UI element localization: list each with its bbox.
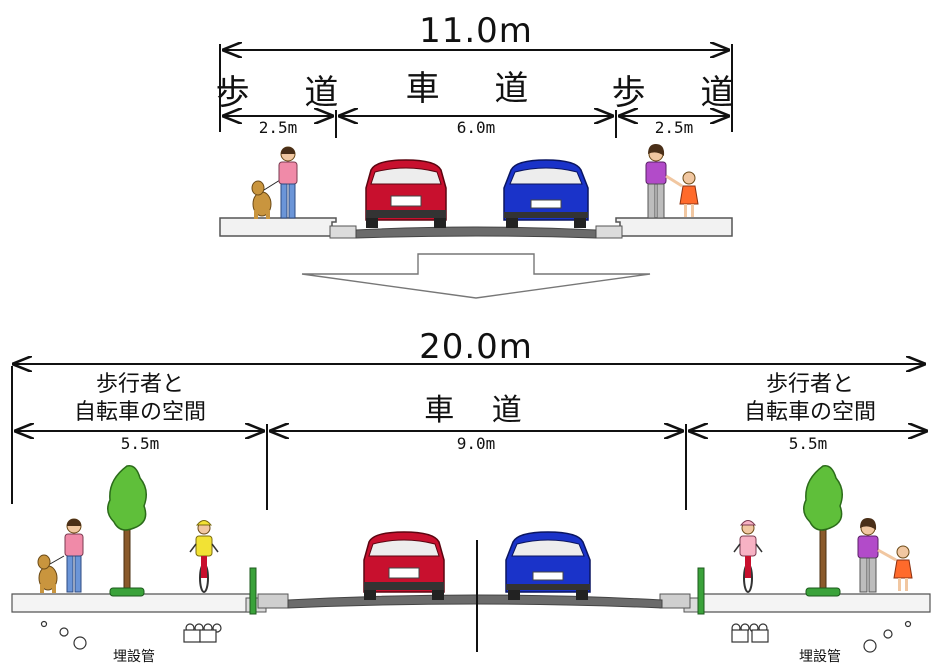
before-right-sidewalk-label: 歩 道 [611, 73, 757, 113]
street-tree-icon [803, 465, 843, 597]
buried-pipes-icon [40, 620, 912, 653]
mother-and-child-icon [857, 518, 913, 593]
after-total-width: 20.0m [419, 327, 533, 367]
after-right-utility-label: 埋設管 [799, 649, 841, 665]
before-roadway-label: 車 道 [405, 69, 551, 109]
cyclist-icon [189, 520, 219, 593]
after-right-space-label-line2: 自転車の空間 [743, 400, 877, 425]
before-total-width: 11.0m [419, 11, 533, 51]
pedestrian-with-dog-icon [251, 146, 298, 219]
street-tree-icon [107, 465, 147, 597]
before-center-width: 6.0m [456, 118, 496, 137]
red-car-icon [363, 531, 445, 600]
red-car-icon [365, 159, 447, 228]
before-dimension-lines [219, 44, 733, 138]
before-right-width: 2.5m [654, 118, 694, 137]
after-roadway-label: 車 道 [424, 393, 536, 428]
after-left-utility-label: 埋設管 [113, 649, 155, 665]
before-left-sidewalk-label: 歩 道 [215, 73, 361, 113]
pedestrian-with-dog-icon [37, 518, 84, 593]
cyclist-icon [733, 520, 763, 593]
after-right-width: 5.5m [788, 434, 828, 453]
blue-car-icon [505, 531, 591, 600]
before-road-section [219, 217, 733, 239]
after-center-width: 9.0m [456, 434, 496, 453]
after-dimension-lines [11, 364, 926, 510]
before-left-width: 2.5m [258, 118, 298, 137]
transition-arrow [301, 253, 651, 299]
after-left-space-label-line1: 歩行者と [95, 372, 185, 397]
after-right-space-label-line1: 歩行者と [765, 372, 855, 397]
blue-car-icon [503, 159, 589, 228]
mother-and-child-icon [645, 144, 699, 219]
after-left-space-label-line2: 自転車の空間 [73, 400, 207, 425]
after-left-width: 5.5m [120, 434, 160, 453]
after-road-section [11, 540, 931, 652]
